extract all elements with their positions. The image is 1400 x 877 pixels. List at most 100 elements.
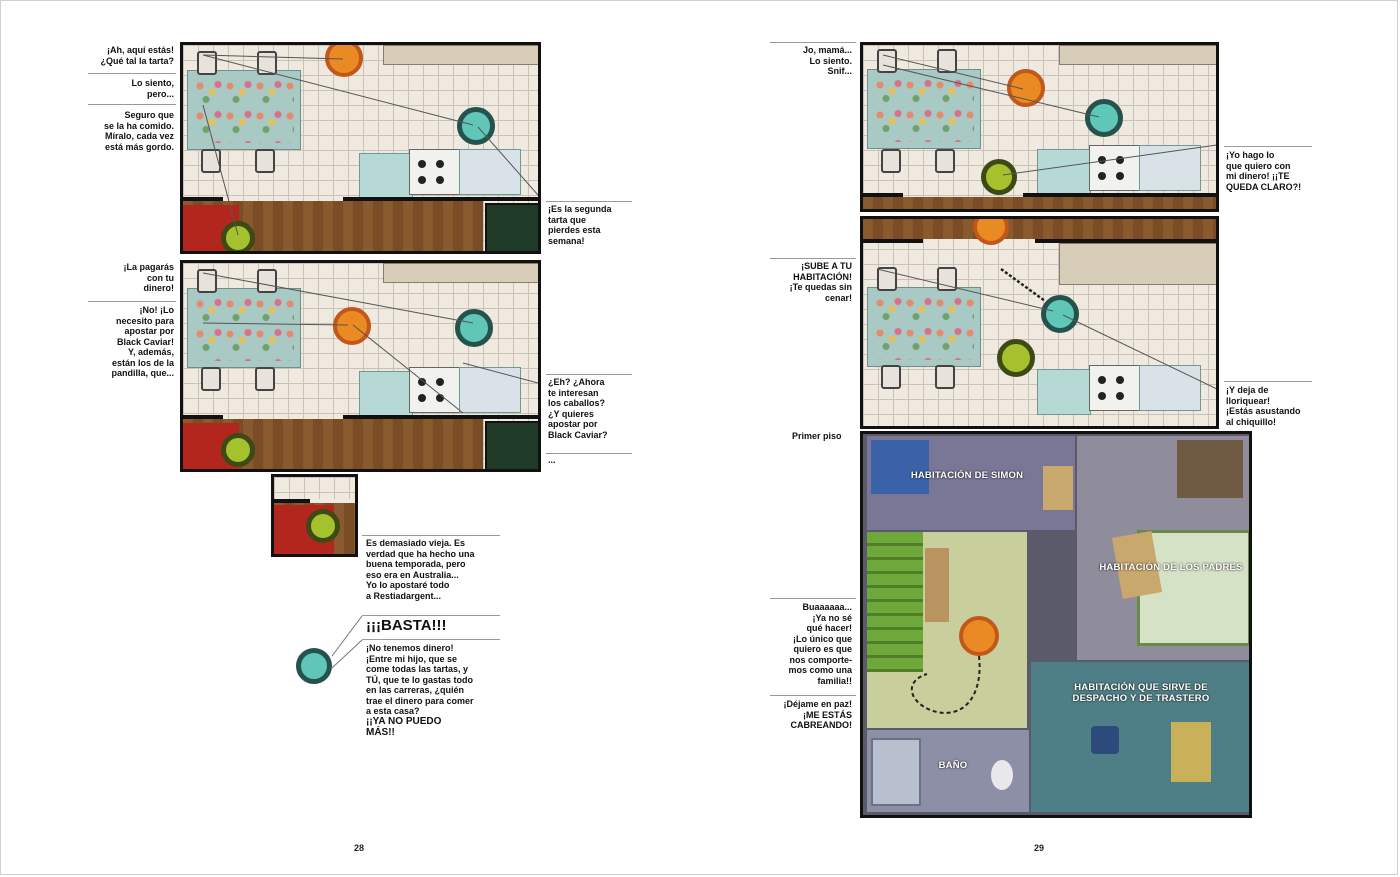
chair: [197, 51, 217, 75]
room-office: HABITACIÓN QUE SIRVE DE DESPACHO Y DE TR…: [1031, 662, 1249, 812]
dialogue-mother-3: ¡La pagarás con tu dinero!: [123, 262, 174, 293]
counter-top: [1059, 45, 1216, 65]
counter-top: [383, 263, 538, 283]
leader-line: [546, 201, 632, 202]
chair: [877, 49, 897, 73]
dialogue-son-4: Jo, mamá... Lo siento. Snif...: [802, 45, 852, 76]
leader-line: [770, 695, 856, 696]
chair: [937, 267, 957, 291]
leader-line: [362, 615, 500, 616]
chair: [881, 365, 901, 389]
dialogue-father-3: ¡SUBE A TU HABITACIÓN! ¡Te quedas sin ce…: [789, 261, 852, 303]
dining-table: [187, 70, 301, 150]
counter-top: [383, 45, 538, 65]
token-mother-upstairs: [959, 616, 999, 656]
kitchen-floor: [274, 477, 355, 499]
stove: [1089, 145, 1141, 191]
chair: [935, 149, 955, 173]
room-label-simon: HABITACIÓN DE SIMON: [910, 470, 1024, 481]
dark-rug: [485, 203, 538, 251]
shout-body: ¡No tenemos dinero! ¡Entre mi hijo, que …: [366, 643, 474, 716]
token-father: [333, 307, 371, 345]
dialogue-son-3: Es demasiado vieja. Es verdad que ha hec…: [366, 538, 475, 601]
room-label-parents: HABITACIÓN DE LOS PADRES: [1099, 562, 1243, 573]
chair: [255, 149, 275, 173]
hall-shelf: [925, 548, 949, 622]
token-son: [221, 221, 255, 251]
room-bathroom: BAÑO: [867, 730, 1029, 812]
staircase: [867, 532, 923, 672]
chair: [877, 267, 897, 291]
token-father: [1007, 69, 1045, 107]
leader-line: [1224, 146, 1312, 147]
comic-panel-2: [180, 260, 541, 472]
floor-title: Primer piso: [792, 431, 842, 441]
hallway: [867, 532, 1027, 728]
bathtub: [871, 738, 921, 806]
leader-line: [362, 535, 500, 536]
wall: [274, 499, 310, 503]
comic-panel-4: [860, 42, 1219, 212]
leader-line: [546, 374, 632, 375]
kitchen-counter: [359, 153, 413, 199]
office-chair: [1091, 726, 1119, 754]
dining-table: [867, 69, 981, 149]
kitchen-sink-counter: [459, 149, 521, 195]
comic-panel-1: [180, 42, 541, 254]
counter-top: [1059, 243, 1216, 285]
chair: [201, 149, 221, 173]
leader-line: [770, 598, 856, 599]
chair: [255, 367, 275, 391]
shout-final: ¡¡YA NO PUEDO MÁS!!: [366, 716, 442, 738]
dialogue-father-1: Seguro que se la ha comido. Míralo, cada…: [103, 110, 174, 152]
wall: [863, 193, 903, 197]
leader-line: [1224, 381, 1312, 382]
left-page: ¡Ah, aquí estás! ¿Qué tal la tarta? Lo s…: [88, 42, 632, 853]
living-room-floor: [863, 197, 1216, 209]
comic-panel-5: [860, 216, 1219, 429]
chair: [257, 269, 277, 293]
shout-title: ¡¡¡BASTA!!!: [366, 617, 447, 634]
leader-line: [770, 258, 856, 259]
kitchen-sink-counter: [1139, 365, 1201, 411]
dialogue-mother-4: ¿Eh? ¿Ahora te interesan los caballos? ¿…: [548, 377, 608, 440]
bed: [871, 440, 929, 494]
living-room-floor: [863, 219, 1216, 239]
dialogue-father-2: ¡Yo hago lo que quiero con mi dinero! ¡¡…: [1226, 150, 1302, 192]
leader-line: [362, 639, 500, 640]
dining-table: [867, 287, 981, 367]
stove: [1089, 365, 1141, 411]
wall: [183, 415, 223, 419]
leader-line: [770, 42, 856, 43]
token-mother: [1041, 295, 1079, 333]
floor-plan: HABITACIÓN DE SIMON HABITACIÓN DE LOS PA…: [860, 431, 1252, 818]
chair: [201, 367, 221, 391]
wall: [863, 239, 923, 243]
dark-rug: [485, 421, 538, 469]
comic-panel-3: [271, 474, 358, 557]
page-number: 28: [354, 843, 365, 853]
leader-line: [88, 73, 176, 74]
room-parents: HABITACIÓN DE LOS PADRES: [1077, 436, 1249, 660]
dialogue-son-5: Buaaaaaa... ¡Ya no sé qué hacer! ¡Lo úni…: [788, 602, 852, 686]
boxes: [1171, 722, 1211, 782]
dialogue-son-1: Lo siento, pero...: [131, 78, 175, 99]
wall: [343, 415, 538, 419]
chair: [937, 49, 957, 73]
toilet: [991, 760, 1013, 790]
token-son: [997, 339, 1035, 377]
token-mother: [457, 107, 495, 145]
token-son: [221, 433, 255, 467]
token-son: [981, 159, 1017, 195]
room-label-office: HABITACIÓN QUE SIRVE DE DESPACHO Y DE TR…: [1072, 682, 1210, 704]
leader-line: [88, 104, 176, 105]
stove: [409, 367, 461, 413]
desk: [1043, 466, 1073, 510]
leader-line: [88, 301, 176, 302]
token-mother: [1085, 99, 1123, 137]
kitchen-sink-counter: [459, 367, 521, 413]
dialogue-mother-5: ¡Y deja de lloriquear! ¡Estás asustando …: [1226, 385, 1301, 427]
dialogue-son-2: ¡No! ¡Lo necesito para apostar por Black…: [111, 305, 174, 378]
room-label-bathroom: BAÑO: [938, 760, 968, 771]
leader-line: [546, 453, 632, 454]
